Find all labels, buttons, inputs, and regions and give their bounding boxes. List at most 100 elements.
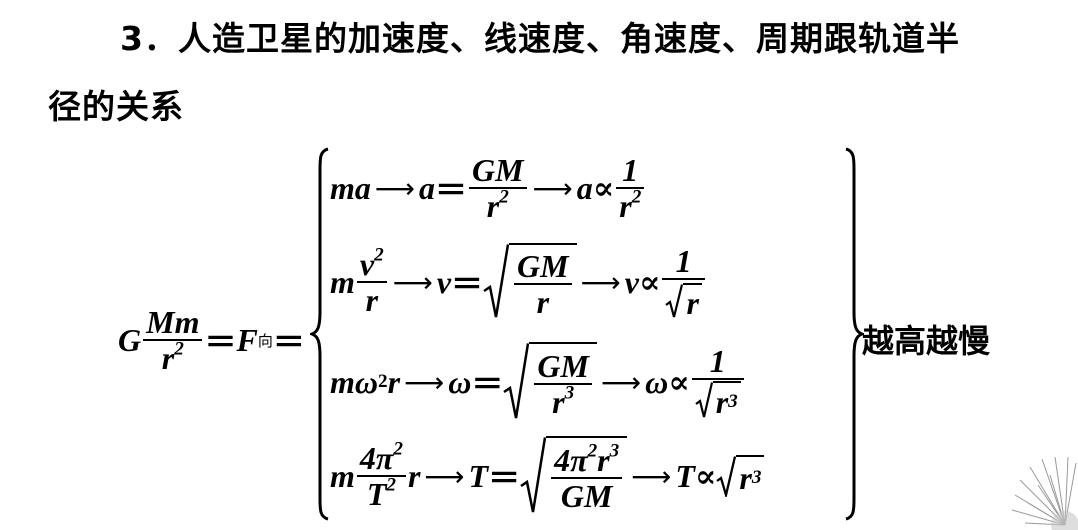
r3-rad-den-exp: 3 (564, 382, 575, 404)
r4-res-rad-r: r (739, 459, 752, 496)
r4-var: T (675, 457, 695, 494)
r1-arrow-2: ⟶ (532, 171, 573, 205)
r2-left-fraction: v2 r (356, 244, 387, 318)
lhs-F-subscript: 向 (257, 331, 273, 350)
r3-m: m (330, 363, 355, 400)
r4-T: T (468, 457, 489, 494)
r2-prop: ∝ (638, 264, 661, 300)
formula-rows: ma ⟶ a ＝ GM r2 ⟶ a ∝ 1 r2 m v2 r ⟶ v ＝ (330, 146, 850, 520)
r3-var: ω (645, 363, 669, 400)
r3-arrow-1: ⟶ (404, 365, 445, 399)
r4-left-4pi: 4π (359, 440, 394, 476)
lhs-fraction: Mm r2 (143, 304, 203, 376)
r3-sqrt: GM r3 (503, 342, 597, 422)
r4-equals: ＝ (488, 460, 521, 496)
r2-left-v: v (359, 246, 375, 282)
lhs-G: G (118, 321, 142, 358)
lhs-equals-2: ＝ (272, 324, 305, 360)
lhs-equals-1: ＝ (204, 324, 237, 360)
r4-rad-exp2: 3 (609, 440, 620, 462)
r2-arrow-1: ⟶ (392, 265, 433, 299)
r2-res-num: 1 (675, 243, 692, 280)
r2-equals: ＝ (451, 266, 484, 302)
r1-res-den: r2 (616, 186, 644, 224)
r4-sqrt: 4π2r3 GM (520, 436, 628, 516)
r1-res-den-r: r (619, 188, 632, 224)
r3-arrow-2: ⟶ (600, 365, 642, 399)
r1-den: r2 (484, 186, 512, 224)
r2-sqrt: GM r (483, 243, 577, 321)
r4-prop: ∝ (694, 458, 717, 494)
r2-v: v (436, 263, 452, 300)
r3-prop: ∝ (668, 364, 690, 400)
r4-m: m (330, 457, 355, 494)
r1-fraction: GM r2 (469, 154, 527, 222)
lhs-den-r: r (161, 340, 175, 376)
r2-rad-den: r (536, 284, 550, 320)
left-brace (310, 147, 329, 521)
heading-line-2: 径的关系 (48, 87, 184, 126)
r4-left-T: T (366, 476, 387, 512)
lhs-denominator: r2 (159, 338, 187, 376)
r3-w: ω (448, 363, 472, 400)
row-linear-velocity: m v2 r ⟶ v ＝ GM r ⟶ v ∝ 1 (330, 242, 707, 322)
r3-r: r (387, 363, 401, 400)
r1-result: 1 r2 (616, 152, 645, 224)
r2-res-sqrt: r (665, 282, 702, 319)
r3-equals: ＝ (471, 366, 504, 402)
r2-rad-fraction: GM r (514, 250, 572, 318)
r2-left-num: v2 (357, 244, 387, 282)
r2-res-rad: r (683, 282, 702, 319)
r3-res-rad-r: r (715, 384, 729, 421)
r4-rad-4pi: 4π (554, 442, 588, 478)
r4-rad-fraction: 4π2r3 GM (551, 440, 623, 514)
right-brace (845, 147, 864, 521)
lhs-numerator: Mm (146, 304, 200, 340)
r4-left-num-exp: 2 (393, 438, 403, 460)
r3-rad-den-r: r (552, 384, 565, 420)
r3-res-num: 1 (709, 342, 726, 379)
r1-var: a (576, 169, 593, 206)
r2-result: 1 r (662, 243, 705, 319)
result-text: 越高越慢 (862, 322, 991, 360)
row-acceleration: ma ⟶ a ＝ GM r2 ⟶ a ∝ 1 r2 (330, 148, 646, 228)
r1-res-num: 1 (622, 152, 639, 188)
r3-omega: ω (354, 363, 379, 400)
r3-rad-fraction: GM r3 (534, 350, 592, 418)
r4-rad-exp1: 2 (587, 440, 598, 462)
r4-left-den-exp: 2 (386, 474, 396, 496)
r1-den-r: r (486, 188, 500, 224)
r4-arrow-2: ⟶ (631, 459, 672, 493)
r4-left-fraction: 4π2 T2 (356, 438, 406, 512)
r1-prop: ∝ (592, 170, 615, 206)
r1-num: GM (472, 152, 524, 188)
r2-arrow-2: ⟶ (580, 265, 621, 299)
r4-r: r (407, 457, 421, 494)
r1-den-exp: 2 (499, 186, 509, 208)
lhs-F: F (236, 321, 258, 358)
r2-var: v (624, 263, 639, 300)
lhs-den-exp: 2 (174, 338, 184, 360)
r4-arrow-1: ⟶ (424, 459, 465, 493)
r4-rad-den: GM (560, 478, 613, 514)
r2-radical-sign (483, 244, 510, 318)
r1-a: a (419, 169, 436, 206)
r3-rad-num: GM (537, 348, 589, 384)
r1-equals: ＝ (435, 172, 468, 208)
r2-left-exp: 2 (374, 244, 384, 266)
r1-left: ma (330, 169, 371, 206)
r1-res-den-exp: 2 (631, 186, 642, 208)
heading-line-1: 3．人造卫星的加速度、线速度、角速度、周期跟轨道半 (120, 19, 960, 58)
decorative-flower-icon (1011, 456, 1078, 530)
r1-arrow-1: ⟶ (374, 171, 416, 205)
r4-rad-r: r (597, 442, 610, 478)
r2-left-den: r (365, 282, 379, 318)
r2-m: m (330, 263, 355, 300)
r2-rad-num: GM (517, 248, 569, 284)
